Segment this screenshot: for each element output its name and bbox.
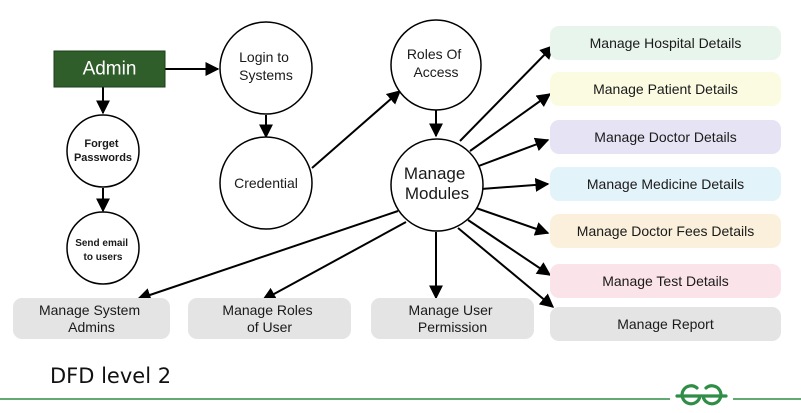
module-report-box (550, 307, 781, 341)
module-medicine: Manage Medicine Details (550, 167, 781, 201)
admin-entity (53, 50, 166, 88)
svg-text:Manage System Admins: Manage System Admins (39, 302, 144, 335)
module-system-admins: Manage System Admins (13, 298, 170, 339)
login-label-line2: Systems (239, 67, 293, 83)
system-admins-line2: Admins (68, 319, 115, 335)
manage-label-line1: Manage (404, 164, 465, 183)
right-modules: Manage Hospital Details Manage Patient D… (550, 26, 781, 341)
login-label-line1: Login to (239, 49, 289, 65)
bottom-modules: Manage System Admins Manage Roles of Use… (13, 298, 534, 339)
module-doctor: Manage Doctor Details (550, 120, 781, 154)
module-hospital: Manage Hospital Details (550, 26, 781, 60)
module-user-permission-box (371, 298, 534, 339)
admin-label: Admin (83, 59, 137, 80)
module-doctor-box (550, 120, 781, 154)
arrow-to-patient (469, 93, 552, 152)
module-test: Manage Test Details (550, 264, 781, 298)
module-patient: Manage Patient Details (550, 72, 781, 106)
process-credential: Credential (219, 136, 313, 230)
module-fees-box (550, 214, 781, 248)
user-permission-line1: Manage User (409, 302, 493, 318)
connectors (96, 44, 555, 308)
arrow-to-roles-user (261, 221, 407, 301)
module-user-permission: Manage User Permission (371, 298, 534, 339)
arrow-to-system-admins (136, 210, 399, 302)
process-login: Login to Systems (219, 21, 313, 115)
module-medicine-label: Manage Medicine Details (587, 176, 744, 192)
roles-user-line2: of User (247, 319, 292, 335)
svg-text:Forget Passwords: Forget Passwords (74, 138, 132, 164)
manage-label-line2: Modules (405, 184, 469, 203)
svg-text:Manage Modules: Manage Modules (404, 164, 470, 203)
svg-text:Roles Of Access: Roles Of Access (407, 46, 465, 80)
svg-text:Manage User Permission: Manage User Permission (409, 302, 497, 335)
module-patient-box (550, 72, 781, 106)
module-roles-of-user: Manage Roles of User (188, 298, 351, 339)
svg-text:Send email to users: Send email to users (75, 238, 131, 263)
svg-text:Manage Roles of User: Manage Roles of User (222, 302, 316, 335)
arrow-to-test (467, 219, 552, 276)
svg-text:Login to Systems: Login to Systems (239, 49, 293, 83)
user-permission-line2: Permission (418, 319, 487, 335)
diagram-caption: DFD level 2 (50, 364, 172, 388)
arrow-credential-roles (311, 90, 402, 169)
module-report-label: Manage Report (617, 316, 714, 332)
module-doctor-fees: Manage Doctor Fees Details (550, 214, 781, 248)
module-medicine-box (550, 167, 781, 201)
arrow-to-report (457, 227, 555, 308)
roles-label-line2: Access (413, 64, 458, 80)
forget-label-line1: Forget (84, 138, 119, 150)
arrow-to-medicine (480, 177, 550, 192)
process-send-email: Send email to users (66, 211, 140, 285)
send-label-line1: Send email (75, 238, 128, 249)
forget-label-line2: Passwords (74, 152, 132, 164)
roles-user-line1: Manage Roles (222, 302, 312, 318)
send-label-line2: to users (84, 252, 123, 263)
module-doctor-label: Manage Doctor Details (594, 129, 736, 145)
system-admins-line1: Manage System (39, 302, 140, 318)
module-system-admins-box (13, 298, 170, 339)
credential-label: Credential (234, 175, 298, 191)
process-forget-passwords: Forget Passwords (66, 114, 140, 188)
module-hospital-label: Manage Hospital Details (590, 35, 742, 51)
gfg-logo-icon (675, 384, 728, 406)
module-hospital-box (550, 26, 781, 60)
module-test-label: Manage Test Details (602, 273, 729, 289)
module-patient-label: Manage Patient Details (593, 81, 738, 97)
module-report: Manage Report (550, 307, 781, 341)
process-manage-modules: Manage Modules (390, 138, 484, 232)
arrow-to-hospital (459, 44, 554, 142)
roles-label-line1: Roles Of (407, 46, 462, 62)
module-roles-user-box (188, 298, 351, 339)
module-test-box (550, 264, 781, 298)
arrow-to-fees (475, 207, 550, 236)
process-roles-of-access: Roles Of Access (390, 19, 482, 111)
arrow-to-doctor (475, 137, 550, 168)
module-fees-label: Manage Doctor Fees Details (577, 223, 754, 239)
